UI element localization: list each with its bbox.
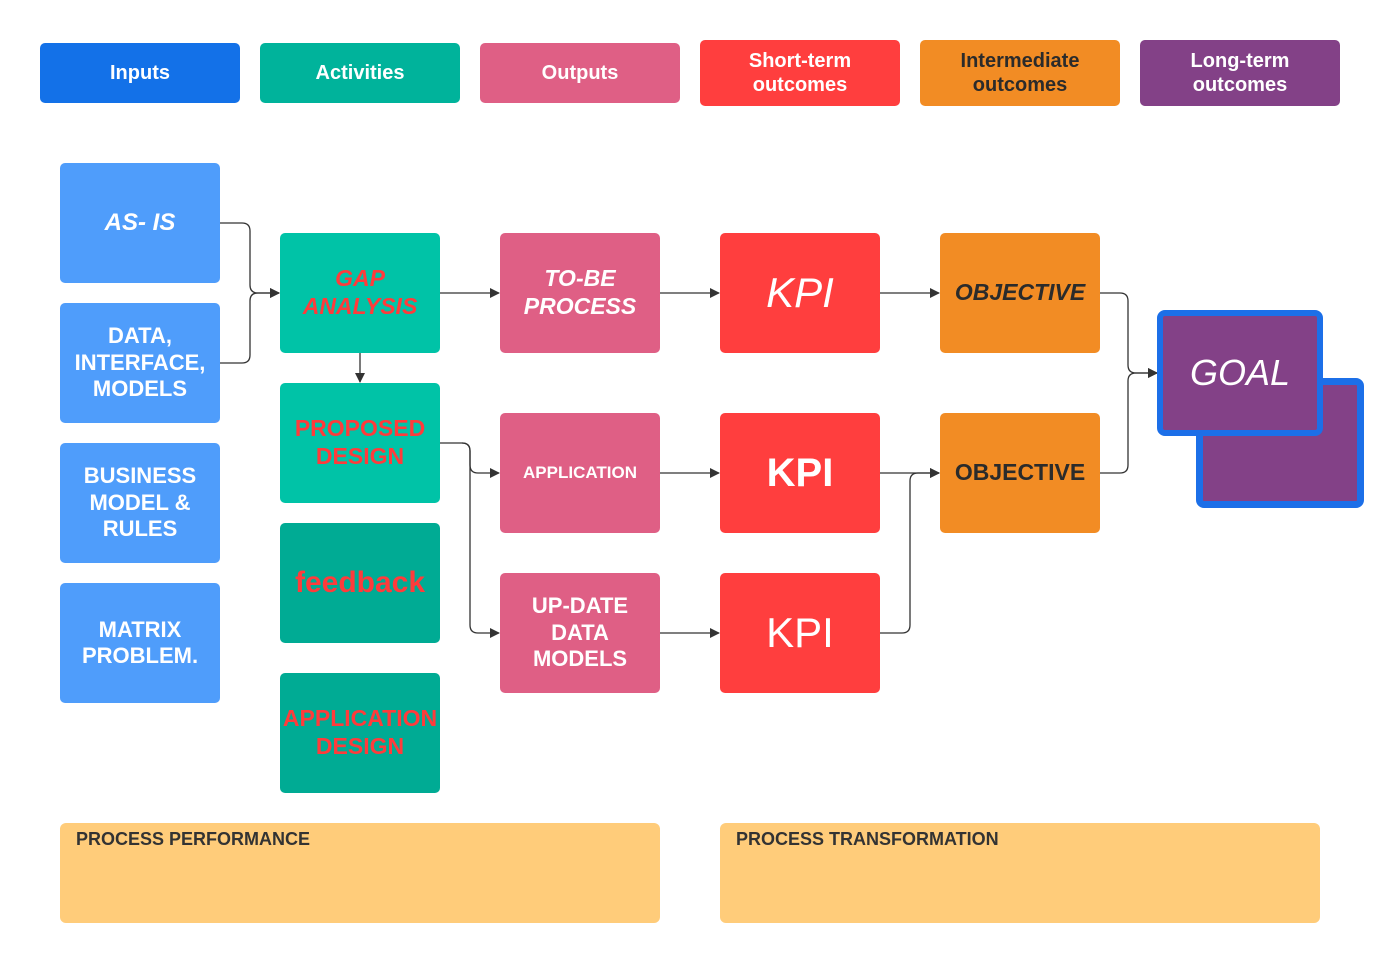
legend-short-term-line: Short-term — [748, 50, 852, 72]
node-proposed-design[interactable]: PROPOSED DESIGN — [280, 383, 440, 503]
node-feedback[interactable]: feedback — [280, 523, 440, 643]
node-kpi-1[interactable]: KPI — [720, 233, 880, 353]
legend-outputs: Outputs — [480, 43, 680, 103]
connector-proposed-update — [461, 442, 500, 638]
legend-long-term-line: Long-term — [1190, 50, 1290, 72]
node-line: UP-DATE — [531, 593, 629, 619]
node-line: GAP — [335, 265, 385, 292]
connector-kpi3-objective — [880, 468, 940, 634]
node-kpi-2[interactable]: KPI — [720, 413, 880, 533]
node-line: MODEL & — [89, 489, 191, 515]
node-matrix-problem[interactable]: MATRIX PROBLEM. — [60, 583, 220, 703]
legend-activities: Activities — [260, 43, 460, 103]
panel-process-transformation-label: PROCESS TRANSFORMATION — [736, 829, 999, 849]
node-line: TO-BE — [544, 265, 616, 292]
legend-intermediate: Intermediate outcomes — [920, 40, 1120, 106]
legend-short-term-line: outcomes — [752, 74, 848, 96]
legend-long-term-line: outcomes — [1192, 74, 1288, 96]
node-line: DATA — [551, 619, 609, 645]
node-line: PROPOSED — [294, 415, 426, 442]
node-line: INTERFACE, — [74, 349, 206, 375]
legend-short-term: Short-term outcomes — [700, 40, 900, 106]
node-kpi-3[interactable]: KPI — [720, 573, 880, 693]
legend-inputs: Inputs — [40, 43, 240, 103]
node-business-model-rules[interactable]: BUSINESS MODEL & RULES — [60, 443, 220, 563]
panel-process-transformation: PROCESS TRANSFORMATION — [720, 823, 1320, 923]
node-line: DATA, — [108, 323, 172, 349]
node-line: MODELS — [92, 376, 188, 402]
node-data-interface-models[interactable]: DATA, INTERFACE, MODELS — [60, 303, 220, 423]
node-line: RULES — [102, 516, 178, 542]
node-objective-1[interactable]: OBJECTIVE — [940, 233, 1100, 353]
node-application[interactable]: APPLICATION — [500, 413, 660, 533]
node-gap-analysis[interactable]: GAP ANALYSIS — [280, 233, 440, 353]
legend-intermediate-line: outcomes — [972, 74, 1068, 96]
goal-shadow-card — [1196, 378, 1364, 508]
connector-asis-gap — [220, 222, 280, 298]
legend-intermediate-line: Intermediate — [960, 50, 1080, 72]
node-line: MODELS — [532, 646, 628, 672]
connector-objective2-goal — [1100, 368, 1158, 474]
connector-data-gap — [220, 288, 280, 364]
node-application-design[interactable]: APPLICATION DESIGN — [280, 673, 440, 793]
connector-objective1-goal — [1100, 292, 1158, 378]
node-as-is[interactable]: AS- IS — [60, 163, 220, 283]
node-line: MATRIX — [98, 616, 182, 642]
node-line: BUSINESS — [83, 463, 197, 489]
node-objective-2[interactable]: OBJECTIVE — [940, 413, 1100, 533]
node-update-data-models[interactable]: UP-DATE DATA MODELS — [500, 573, 660, 693]
node-to-be-process[interactable]: TO-BE PROCESS — [500, 233, 660, 353]
node-line: PROBLEM. — [81, 643, 199, 668]
panel-process-performance: PROCESS PERFORMANCE — [60, 823, 660, 923]
node-goal[interactable]: GOAL — [1157, 310, 1323, 436]
node-line: DESIGN — [315, 443, 405, 469]
node-line: ANALYSIS — [302, 293, 418, 319]
panel-process-performance-label: PROCESS PERFORMANCE — [76, 829, 311, 849]
legend-long-term: Long-term outcomes — [1140, 40, 1340, 106]
node-line: DESIGN — [315, 733, 405, 759]
node-line: PROCESS — [523, 293, 637, 319]
node-line: APPLICATION — [282, 705, 438, 732]
